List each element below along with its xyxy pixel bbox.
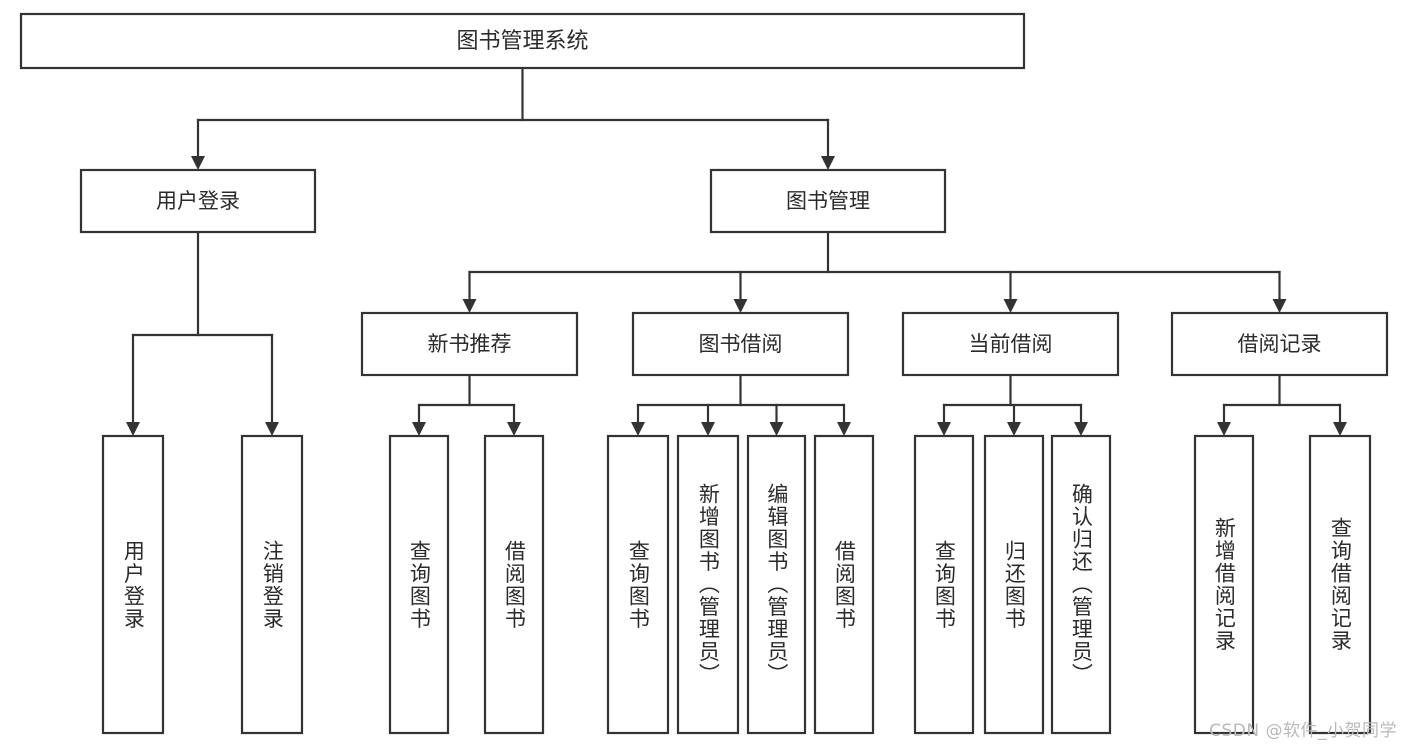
node-book-management[interactable] — [709, 168, 947, 234]
arrow-head-icon — [733, 299, 748, 313]
leaf-query-books-current[interactable] — [913, 434, 975, 735]
node-current-borrowing[interactable] — [901, 311, 1120, 377]
leaf-user-login[interactable] — [101, 434, 165, 735]
node-book-management-label: 图书管理 — [786, 189, 870, 213]
leaf-query-borrow-record[interactable] — [1308, 434, 1372, 735]
leaf-query-books-recommend[interactable] — [388, 434, 450, 735]
arrow-head-icon — [462, 299, 477, 313]
leaf-logout[interactable] — [240, 434, 304, 735]
node-new-book-recommendation-label: 新书推荐 — [428, 332, 512, 356]
arrow-head-icon — [126, 422, 140, 436]
node-user-login-label: 用户登录 — [156, 189, 240, 213]
boxes-layer — [19, 12, 1389, 735]
leaf-confirm-return-admin[interactable] — [1050, 434, 1112, 735]
watermark-text: CSDN @软件_小贺同学 — [1209, 721, 1397, 741]
arrow-head-icon — [191, 156, 205, 170]
node-root-library-management-system-label: 图书管理系统 — [456, 29, 588, 54]
leaf-borrow-books[interactable] — [813, 434, 875, 735]
arrow-head-icon — [937, 422, 951, 436]
node-book-borrowing-label: 图书借阅 — [699, 332, 783, 356]
leaf-borrow-books-recommend[interactable] — [483, 434, 545, 735]
leaf-query-books-borrow[interactable] — [606, 434, 670, 735]
node-user-login[interactable] — [79, 168, 317, 234]
node-book-borrowing[interactable] — [631, 311, 850, 377]
node-current-borrowing-label: 当前借阅 — [969, 332, 1053, 356]
connectors-layer — [126, 66, 1347, 436]
arrow-head-icon — [837, 422, 851, 436]
node-new-book-recommendation[interactable] — [360, 311, 579, 377]
leaf-edit-book-admin[interactable] — [746, 434, 807, 735]
node-borrow-records[interactable] — [1170, 311, 1389, 377]
arrow-head-icon — [1272, 299, 1287, 313]
arrow-head-icon — [1007, 422, 1021, 436]
arrow-head-icon — [1003, 299, 1018, 313]
arrow-head-icon — [821, 156, 835, 170]
node-borrow-records-label: 借阅记录 — [1238, 332, 1322, 356]
leaf-add-book-admin[interactable] — [676, 434, 740, 735]
arrow-head-icon — [1074, 422, 1088, 436]
arrow-head-icon — [1217, 422, 1231, 436]
arrow-head-icon — [631, 422, 645, 436]
node-root-library-management-system[interactable] — [19, 12, 1026, 70]
arrow-head-icon — [412, 422, 426, 436]
arrow-head-icon — [769, 422, 784, 436]
arrow-head-icon — [1333, 422, 1347, 436]
arrow-head-icon — [701, 422, 715, 436]
leaf-return-books[interactable] — [983, 434, 1045, 735]
arrow-head-icon — [507, 422, 521, 436]
arrow-head-icon — [265, 422, 279, 436]
leaf-add-borrow-record[interactable] — [1193, 434, 1255, 735]
